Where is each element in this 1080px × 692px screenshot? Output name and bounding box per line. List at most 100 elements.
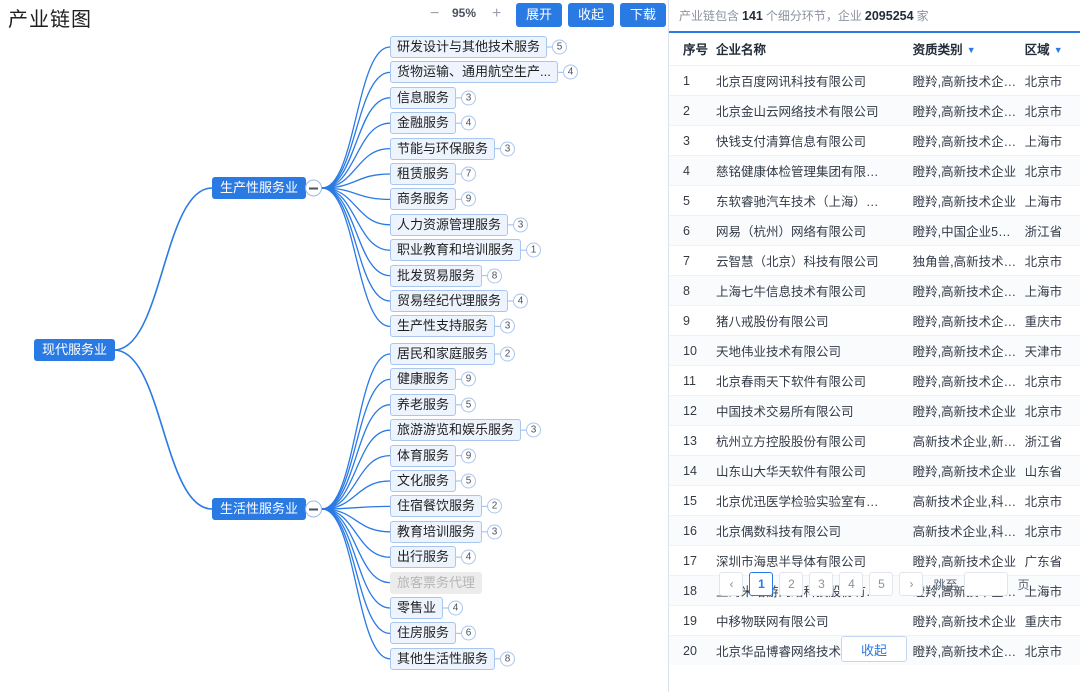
leaf-count-badge[interactable]: 3 [487,524,502,540]
leaf-count-badge[interactable]: 4 [513,293,528,309]
leaf-count-badge[interactable]: 5 [461,397,476,413]
cell-name[interactable]: 东软睿驰汽车技术（上海）… [712,185,909,216]
leaf-count-badge[interactable]: 4 [461,549,476,565]
branch-collapse-toggle-icon[interactable] [305,179,322,197]
tree-root-node[interactable]: 现代服务业 [34,339,116,361]
leaf-count-badge[interactable]: 9 [461,371,476,387]
cell-name[interactable]: 上海七牛信息技术有限公司 [712,275,909,306]
tree-branch-node[interactable]: 生活性服务业 [212,498,307,520]
download-button[interactable]: 下载 [620,3,666,27]
cell-name[interactable]: 天地伟业技术有限公司 [712,335,909,366]
leaf-count-badge[interactable]: 4 [448,600,463,616]
tree-leaf-node[interactable]: 其他生活性服务 [390,647,496,670]
filter-icon[interactable]: ▼ [966,45,976,55]
leaf-count-badge[interactable]: 9 [461,191,476,207]
leaf-count-badge[interactable]: 3 [500,318,515,334]
zoom-in-button[interactable]: + [492,5,502,22]
tree-leaf-node[interactable]: 批发贸易服务 [390,264,483,287]
leaf-count-badge[interactable]: 4 [461,115,476,131]
tree-leaf-node[interactable]: 健康服务 [390,368,457,391]
panel-collapse-button[interactable]: 收起 [841,636,907,662]
tree-leaf-node[interactable]: 住房服务 [390,622,457,645]
filter-icon[interactable]: ▼ [1053,45,1063,55]
zoom-out-button[interactable]: − [430,5,440,22]
tree-leaf-node[interactable]: 研发设计与其他技术服务 [390,36,548,58]
tree-leaf-node[interactable]: 生产性支持服务 [390,315,496,338]
tree-leaf-node[interactable]: 租赁服务 [390,163,457,185]
pagination-page-1[interactable]: 1 [749,572,774,596]
pagination-next-button[interactable]: › [899,572,924,596]
leaf-count-badge[interactable]: 7 [461,166,476,182]
cell-name[interactable]: 杭州立方控股股份有限公司 [712,425,909,456]
cell-name[interactable]: 网易（杭州）网络有限公司 [712,215,909,246]
leaf-count-badge[interactable]: 2 [487,498,502,514]
leaf-count-badge[interactable]: 1 [526,242,541,258]
cell-name[interactable]: 中移物联网有限公司 [712,605,909,636]
tree-leaf-node[interactable]: 商务服务 [390,188,457,211]
branch-collapse-toggle-icon[interactable] [305,500,322,518]
tree-leaf-node[interactable]: 出行服务 [390,546,457,569]
tree-leaf-node[interactable]: 金融服务 [390,112,457,135]
leaf-count-badge[interactable]: 5 [461,473,476,489]
tree-leaf-node[interactable]: 居民和家庭服务 [390,343,496,365]
pagination-page-4[interactable]: 4 [839,572,864,596]
tree-leaf-node[interactable]: 职业教育和培训服务 [390,239,522,262]
leaf-count-badge[interactable]: 8 [487,268,502,284]
cell-name[interactable]: 北京春雨天下软件有限公司 [712,365,909,396]
cell-name[interactable]: 北京优迅医学检验实验室有… [712,485,909,516]
cell-name[interactable]: 中国技术交易所有限公司 [712,395,909,426]
tree-leaf-node[interactable]: 旅游游览和娱乐服务 [390,419,522,442]
leaf-count-badge[interactable]: 9 [461,448,476,464]
cell-name[interactable]: 快钱支付清算信息有限公司 [712,125,909,156]
leaf-count-badge[interactable]: 3 [461,90,476,106]
tree-leaf-node[interactable]: 人力资源管理服务 [390,213,509,236]
tree-branch-node[interactable]: 生产性服务业 [212,177,307,199]
leaf-count-badge[interactable]: 2 [500,346,515,362]
collapse-all-button[interactable]: 收起 [568,3,614,27]
leaf-count-badge[interactable]: 3 [500,141,515,157]
leaf-count-badge[interactable]: 4 [563,64,578,80]
leaf-count-badge[interactable]: 3 [526,422,541,438]
cell-name[interactable]: 慈铭健康体检管理集团有限… [712,155,909,186]
tree-leaf-node[interactable]: 节能与环保服务 [390,137,496,160]
cell-name[interactable]: 北京百度网讯科技有限公司 [712,65,909,96]
leaf-count-badge[interactable]: 8 [500,651,515,667]
tree-leaf-node[interactable]: 文化服务 [390,470,457,492]
cell-name[interactable]: 深圳市海思半导体有限公司 [712,545,909,576]
leaf-count-badge[interactable]: 5 [552,39,567,55]
pagination-page-2[interactable]: 2 [779,572,804,596]
tree-leaf-node[interactable]: 信息服务 [390,86,457,109]
cell-name[interactable]: 云智慧（北京）科技有限公司 [712,245,909,276]
tree-leaf-node[interactable]: 零售业 [390,597,444,619]
expand-all-button[interactable]: 展开 [516,3,562,27]
cell-name[interactable]: 北京偶数科技有限公司 [712,515,909,546]
tree-leaf-node[interactable]: 住宿餐饮服务 [390,495,483,518]
cell-name[interactable]: 北京金山云网络技术有限公司 [712,95,909,126]
leaf-count-badge[interactable]: 6 [461,625,476,641]
tree-leaf-node[interactable]: 教育培训服务 [390,520,483,543]
cell-name[interactable]: 山东山大华天软件有限公司 [712,455,909,486]
pagination-page-3[interactable]: 3 [809,572,834,596]
tree-leaf-node[interactable]: 体育服务 [390,444,457,467]
leaf-count-badge[interactable]: 3 [513,217,528,233]
cell-name[interactable]: 猪八戒股份有限公司 [712,305,909,336]
column-header-area[interactable]: 区域▼ [1021,33,1080,66]
